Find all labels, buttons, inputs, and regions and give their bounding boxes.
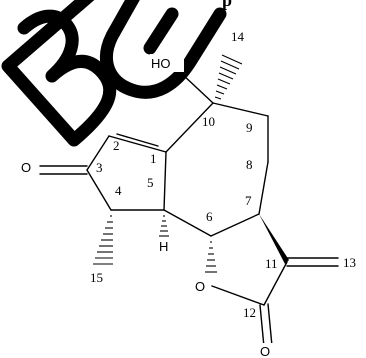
bond-c6-c5 — [163, 209, 212, 237]
atom-label-lactone-oxygen: O — [260, 344, 270, 358]
locant-6: 6 — [206, 209, 213, 224]
locant-9: 9 — [246, 120, 253, 135]
locant-13: 13 — [343, 255, 356, 270]
locant-7: 7 — [245, 193, 252, 208]
locant-1: 1 — [150, 151, 157, 166]
wedge-bonds — [259, 214, 289, 264]
atom-labels: HO O O O H — [20, 54, 275, 358]
wedge-c7-c11 — [259, 214, 289, 264]
locant-5: 5 — [147, 175, 154, 190]
bond-c3-c4 — [86, 169, 112, 211]
bond-c1-c2-inner — [116, 133, 159, 147]
atom-label-hydroxyl: HO — [151, 56, 171, 71]
watermark — [1, 0, 227, 147]
bond-c5-c1 — [163, 151, 167, 211]
locant-3: 3 — [96, 160, 103, 175]
bond-c12-o — [211, 285, 265, 306]
atom-label-ketone-oxygen: O — [21, 160, 31, 175]
bond-c10-c9 — [212, 102, 269, 117]
locant-11: 11 — [265, 256, 278, 271]
bond-c12-o-a — [259, 304, 265, 348]
bond-c11-c12 — [263, 261, 288, 306]
locant-8: 8 — [246, 157, 253, 172]
locants: 1 2 3 4 5 6 7 8 9 10 11 12 13 14 15 — [90, 29, 356, 320]
bond-c7-c6 — [210, 213, 260, 237]
locant-14: 14 — [231, 29, 245, 44]
locant-2: 2 — [113, 138, 120, 153]
locant-10: 10 — [202, 114, 215, 129]
bond-c10-oh — [181, 73, 214, 104]
atom-label-hydrogen: H — [159, 239, 168, 254]
bond-c8-c7 — [258, 161, 269, 215]
hash-c4-c15 — [93, 215, 113, 265]
bond-c1-c2 — [108, 135, 167, 153]
locant-4: 4 — [115, 183, 122, 198]
hash-c6-o — [205, 241, 217, 273]
truncated-header-glyph: p — [222, 0, 232, 10]
bonds — [39, 73, 339, 348]
hashed-bonds — [93, 54, 243, 273]
watermark-letter-u — [100, 0, 227, 99]
hash-c5-h — [159, 215, 169, 237]
hash-c10-c14 — [214, 54, 243, 100]
bond-c2-c3 — [86, 135, 110, 171]
watermark-letter-b — [1, 0, 117, 147]
atom-label-ring-oxygen: O — [195, 279, 205, 294]
bond-c1-c10 — [165, 102, 214, 153]
locant-15: 15 — [90, 270, 103, 285]
bond-c12-o-b — [267, 303, 273, 347]
locant-12: 12 — [243, 305, 256, 320]
